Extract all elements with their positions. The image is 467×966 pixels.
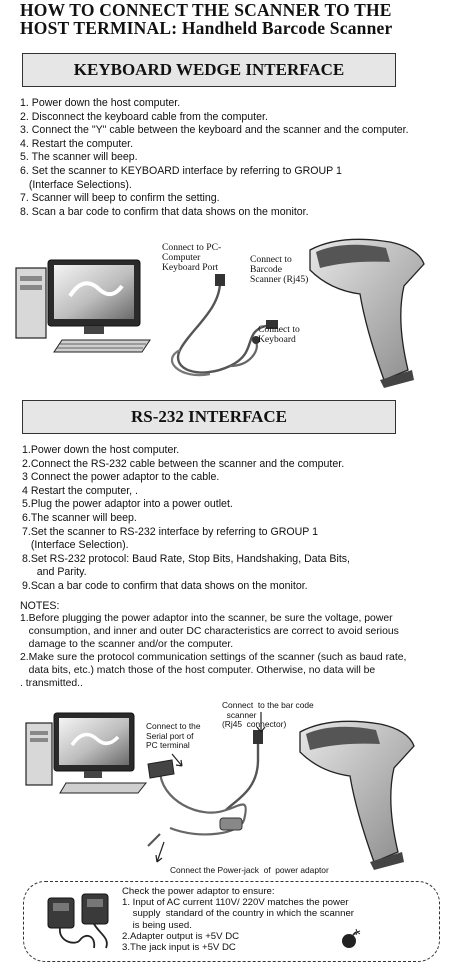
keyboard-step: 2. Disconnect the keyboard cable from th… [20, 110, 268, 123]
note-line: consumption, and inner and outer DC char… [20, 625, 399, 637]
power-adaptor-check-box [23, 881, 440, 962]
bomb-icon [342, 928, 361, 948]
keyboard-step: 1. Power down the host computer. [20, 97, 181, 109]
rs232-heading: RS-232 INTERFACE [22, 400, 396, 434]
check-line: Check the power adaptor to ensure: [122, 886, 275, 897]
rs232-cable-illustration [147, 730, 263, 847]
rs232-step: 6.The scanner will beep. [22, 511, 137, 524]
label-connect-power-jack: Connect the Power-jack of power adaptor [170, 865, 329, 875]
arrow-icon [256, 712, 266, 733]
arrow-icon [155, 841, 165, 863]
page-title: HOW TO CONNECT THE SCANNER TO THE HOST T… [20, 1, 460, 37]
note-line: 1.Before plugging the power adaptor into… [20, 613, 393, 624]
keyboard-step: 5. The scanner will beep. [20, 151, 138, 164]
arrow-icon [171, 753, 183, 767]
rs232-step: 4 Restart the computer, . [22, 484, 138, 497]
label-connect-barcode-scanner-rj45: Connect to the bar code scanner (Rj45 co… [222, 700, 314, 729]
rs232-step: and Parity. [22, 566, 87, 579]
note-line: 2.Make sure the protocol communication s… [20, 651, 407, 663]
rs232-step: 5.Plug the power adaptor into a power ou… [22, 498, 233, 511]
desktop-computer-illustration-rs232 [25, 712, 148, 794]
rs232-step: 2.Connect the RS-232 cable between the s… [22, 457, 345, 470]
check-line: supply standard of the country in which … [122, 908, 354, 920]
keyboard-steps-list: 1. Power down the host computer. 2. Disc… [20, 97, 409, 219]
rs232-step: 9.Scan a bar code to confirm that data s… [22, 579, 308, 592]
keyboard-step: (Interface Selections). [20, 178, 132, 191]
keyboard-step: 6. Set the scanner to KEYBOARD interface… [20, 164, 342, 177]
handheld-scanner-illustration [309, 238, 425, 388]
rs232-step: 3 Connect the power adaptor to the cable… [22, 471, 220, 484]
title-line-1: HOW TO CONNECT THE SCANNER TO THE [20, 0, 392, 20]
keyboard-step: 4. Restart the computer. [20, 137, 134, 150]
power-adaptor-illustration [47, 893, 109, 949]
notes-heading: NOTES: [20, 600, 60, 612]
label-connect-barcode-scanner: Connect to Barcode Scanner (Rj45) [250, 254, 309, 285]
note-line: . transmitted.. [20, 677, 83, 689]
keyboard-step: 7. Scanner will beep to confirm the sett… [20, 192, 220, 205]
keyboard-step: 3. Connect the "Y" cable between the key… [20, 124, 409, 137]
note-line: data bits, etc.) match those of the host… [20, 664, 376, 676]
notes-list: 1.Before plugging the power adaptor into… [20, 613, 406, 690]
y-cable-illustration [170, 274, 278, 377]
title-line-2: HOST TERMINAL: Handheld Barcode Scanner [20, 18, 393, 38]
rs232-step: 7.Set the scanner to RS-232 interface by… [22, 525, 318, 538]
label-connect-pc-keyboard-port: Connect to PC- Computer Keyboard Port [162, 242, 222, 273]
handheld-scanner-illustration-rs232 [299, 720, 415, 870]
rs232-step: (Interface Selection). [22, 539, 129, 552]
rs232-steps-list: 1.Power down the host computer. 2.Connec… [22, 444, 350, 594]
label-connect-serial-port: Connect to the Serial port of PC termina… [146, 721, 201, 750]
note-line: damage to the scanner and/or the compute… [20, 638, 234, 650]
rs232-step: 8.Set RS-232 protocol: Baud Rate, Stop B… [22, 552, 350, 565]
label-connect-keyboard: Connect to Keyboard [258, 324, 300, 345]
keyboard-step: 8. Scan a bar code to confirm that data … [20, 205, 309, 218]
check-line: 3.The jack input is +5V DC [122, 942, 236, 954]
rs232-step: 1.Power down the host computer. [22, 444, 180, 456]
power-adaptor-checklist: Check the power adaptor to ensure: 1. In… [122, 886, 354, 953]
keyboard-wedge-heading: KEYBOARD WEDGE INTERFACE [22, 53, 396, 87]
desktop-computer-illustration [15, 259, 151, 353]
check-line: 1. Input of AC current 110V/ 220V matche… [122, 897, 349, 909]
check-line: is being used. [122, 919, 192, 931]
check-line: 2.Adapter output is +5V DC [122, 930, 240, 942]
